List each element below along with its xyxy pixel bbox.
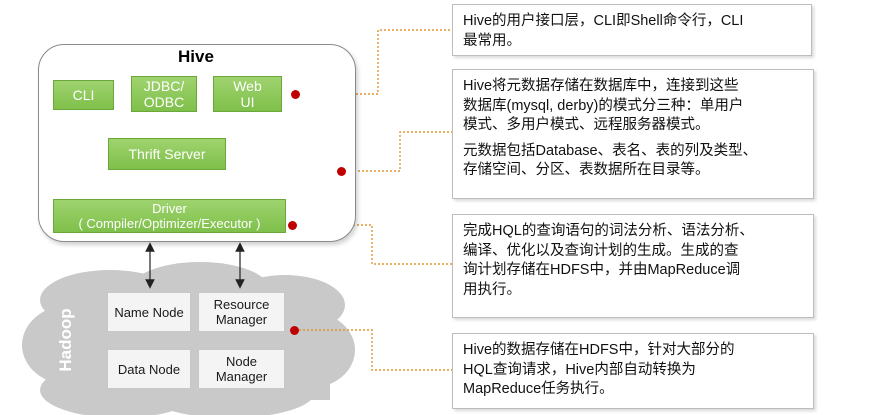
note-driver-text: 完成HQL的查询语句的词法分析、语法分析、 编译、优化以及查询计划的生成。生成的… (463, 223, 754, 298)
note-hadoop-text: Hive的数据存储在HDFS中，针对大部分的 HQL查询请求，Hive内部自动转… (463, 342, 735, 397)
connector-dot-ui (291, 90, 300, 99)
connector-dot-driver (288, 221, 297, 230)
note-hadoop: Hive的数据存储在HDFS中，针对大部分的 HQL查询请求，Hive内部自动转… (452, 333, 814, 409)
note-user-interface: Hive的用户接口层，CLI即Shell命令行，CLI 最常用。 (452, 4, 812, 56)
note-metastore-text-1: Hive将元数据存储在数据库中，连接到这些 数据库(mysql, derby)的… (463, 78, 744, 133)
hadoop-cloud (22, 262, 355, 415)
driver-box: Driver ( Compiler/Optimizer/Executor ) (53, 199, 286, 233)
name-node-box: Name Node (107, 292, 191, 332)
resource-manager-box: Resource Manager (198, 292, 285, 332)
note-driver: 完成HQL的查询语句的词法分析、语法分析、 编译、优化以及查询计划的生成。生成的… (452, 214, 814, 318)
connector-dot-metastore (337, 167, 346, 176)
thrift-server-box: Thrift Server (108, 138, 226, 170)
web-ui-box: Web UI (213, 76, 282, 112)
jdbc-odbc-box: JDBC/ ODBC (131, 76, 197, 112)
node-manager-box: Node Manager (198, 349, 285, 389)
hive-title: Hive (178, 47, 214, 66)
note-metastore-text-2: 元数据包括Database、表名、表的列及类型、 存储空间、分区、表数据所在目录… (463, 142, 758, 179)
data-node-box: Data Node (107, 349, 191, 389)
metastore-label: Meta Store (272, 145, 306, 178)
connector-dot-hadoop (290, 326, 299, 335)
hadoop-label: Hadoop (56, 308, 75, 372)
cli-box: CLI (53, 80, 114, 110)
note-metastore: Hive将元数据存储在数据库中，连接到这些 数据库(mysql, derby)的… (452, 69, 814, 199)
note-user-interface-text: Hive的用户接口层，CLI即Shell命令行，CLI 最常用。 (463, 13, 744, 49)
